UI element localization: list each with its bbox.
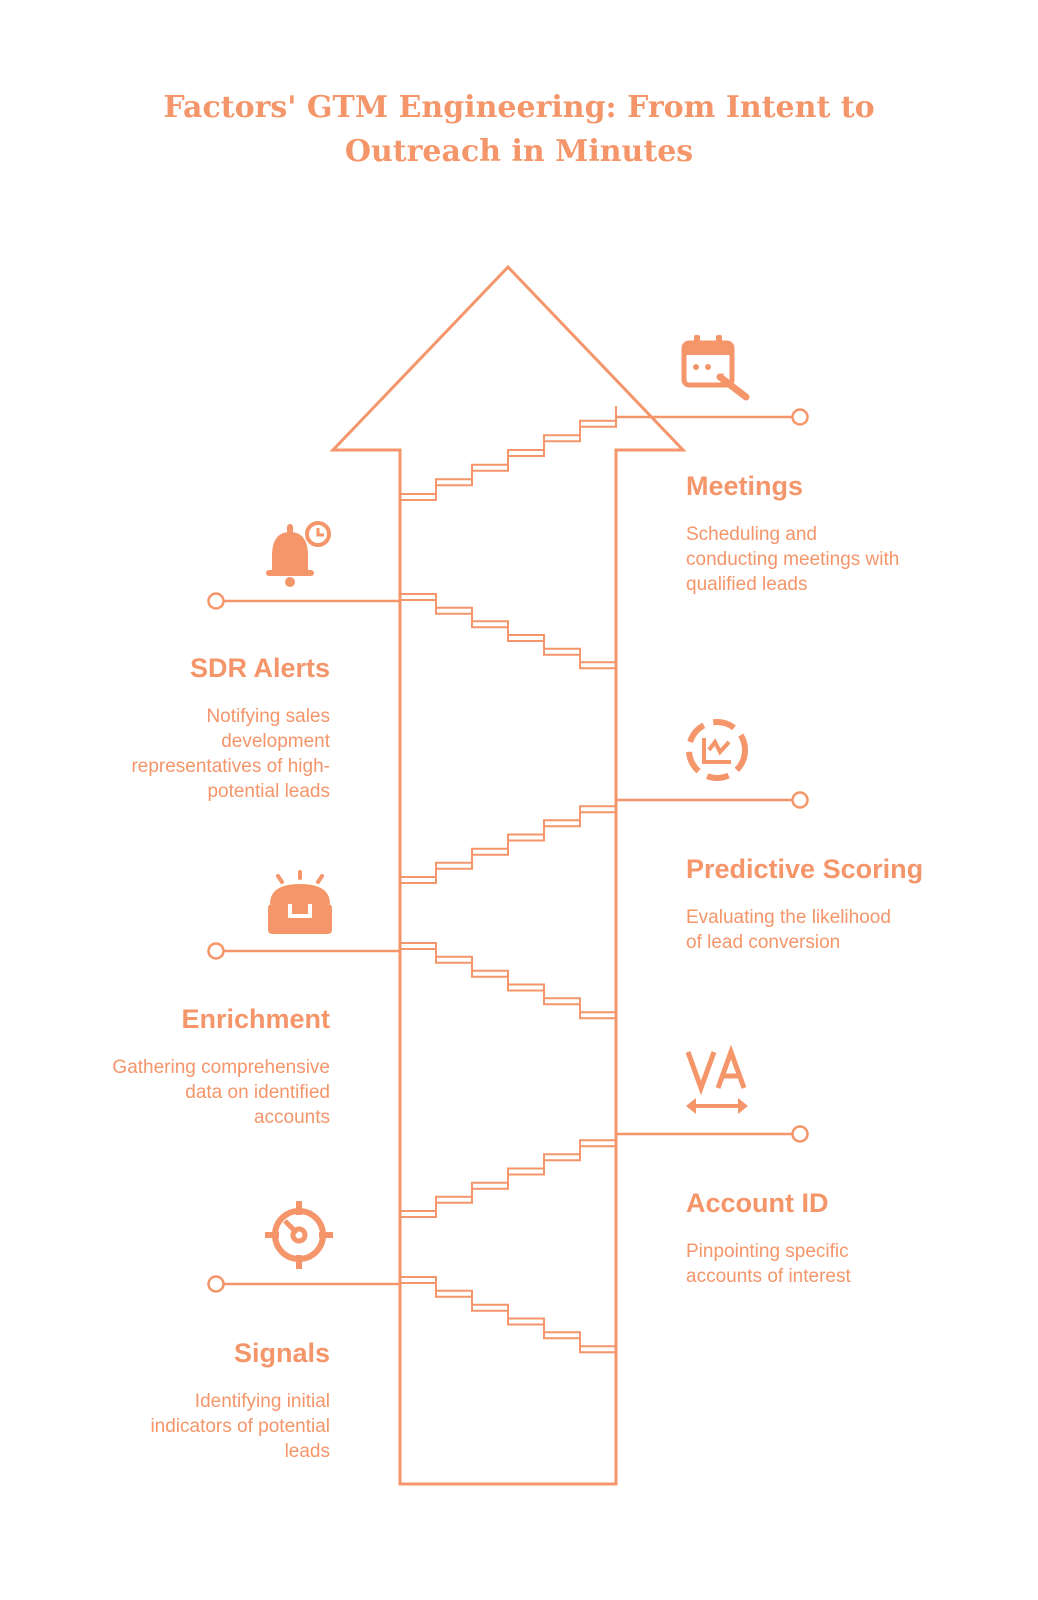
connector-account-id-dot (791, 1125, 809, 1143)
stage-title: SDR Alerts (189, 653, 330, 683)
desc-line: accounts of interest (686, 1266, 851, 1287)
connector-sdr-alerts-dot (207, 592, 225, 610)
calendar-edit-icon (681, 335, 750, 401)
stair-meetings (400, 406, 617, 495)
desc-line: qualified leads (686, 574, 808, 595)
desc-line: leads (284, 1441, 330, 1462)
desc-line: data on identified (185, 1082, 330, 1103)
stair-predictive-scoring (400, 792, 617, 878)
connector-meetings-dot (791, 408, 809, 426)
chart-dashed-circle-icon (686, 719, 748, 781)
stair-steps (400, 406, 617, 1366)
stair-account-id (400, 1126, 617, 1212)
stair-account-id (400, 1132, 617, 1218)
stage-meetings: Meetings Scheduling and conducting meeti… (686, 470, 956, 597)
title-line-1: Factors' GTM Engineering: From Intent to (163, 90, 875, 125)
desc-line: Identifying initial (194, 1391, 330, 1412)
bell-clock-icon (266, 520, 332, 587)
desc-line: development (221, 731, 330, 752)
stage-title: Enrichment (181, 1004, 330, 1034)
stage-title: Account ID (686, 1188, 829, 1218)
stair-sdr-alerts (400, 599, 617, 682)
target-icon (265, 1201, 333, 1269)
desc-line: indicators of potential (150, 1416, 330, 1437)
stair-meetings (400, 412, 617, 501)
desc-line: conducting meetings with (686, 549, 900, 570)
stage-signals: Signals Identifying initial indicators o… (60, 1337, 330, 1464)
stage-predictive-scoring: Predictive Scoring Evaluating the likeli… (686, 853, 986, 955)
stage-title: Meetings (686, 471, 804, 501)
desc-line: Pinpointing specific (686, 1241, 849, 1262)
desc-line: Evaluating the likelihood (686, 907, 891, 928)
stage-description: Pinpointing specific accounts of interes… (686, 1239, 956, 1289)
connector-signals-dot (207, 1275, 225, 1293)
stair-predictive-scoring (400, 798, 617, 884)
stage-title: Predictive Scoring (686, 854, 924, 884)
title-line-2: Outreach in Minutes (344, 134, 694, 169)
va-arrows-icon (685, 1044, 748, 1114)
desc-line: Notifying sales (206, 706, 330, 727)
desc-line: Gathering comprehensive (112, 1057, 330, 1078)
desc-line: Scheduling and (686, 524, 817, 545)
stage-description: Gathering comprehensive data on identifi… (60, 1055, 330, 1130)
treasure-chest-icon (268, 870, 332, 934)
connector-predictive-scoring-dot (791, 791, 809, 809)
desc-line: potential leads (207, 781, 330, 802)
stair-enrichment (400, 948, 617, 1032)
diagram-title: Factors' GTM Engineering: From Intent to… (0, 86, 1038, 174)
stage-description: Notifying sales development representati… (60, 704, 330, 804)
up-arrow-outline (329, 264, 687, 1486)
stage-description: Evaluating the likelihood of lead conver… (686, 905, 986, 955)
stage-title: Signals (233, 1338, 330, 1368)
stair-signals (400, 1282, 617, 1366)
stage-connectors (207, 408, 809, 1293)
stage-description: Identifying initial indicators of potent… (60, 1389, 330, 1464)
stage-description: Scheduling and conducting meetings with … (686, 522, 956, 597)
stage-account-id: Account ID Pinpointing specific accounts… (686, 1187, 956, 1289)
desc-line: of lead conversion (686, 932, 841, 953)
stage-sdr-alerts: SDR Alerts Notifying sales development r… (60, 652, 330, 804)
desc-line: representatives of high- (131, 756, 330, 777)
desc-line: accounts (253, 1107, 330, 1128)
stage-enrichment: Enrichment Gathering comprehensive data … (60, 1003, 330, 1130)
connector-enrichment-dot (207, 942, 225, 960)
